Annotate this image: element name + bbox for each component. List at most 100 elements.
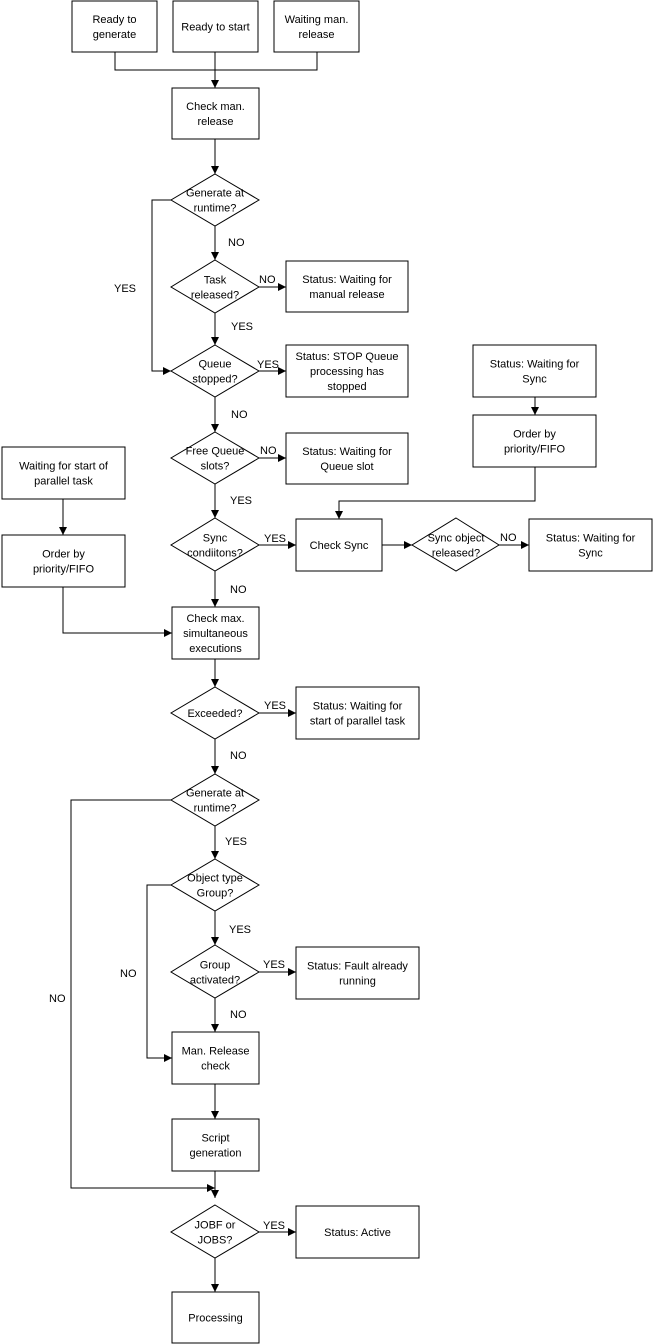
node-status-stop-queue	[285, 344, 409, 398]
decision-free-queue-slots	[170, 431, 260, 485]
queue-stopped-line-2: stopped?	[192, 374, 237, 386]
flowchart-connectors	[59, 52, 539, 1292]
edge-label-objtype-no: NO	[120, 968, 137, 980]
status-waiting-manual-release-line-2: manual release	[309, 289, 384, 301]
label-exceeded: Exceeded?	[187, 708, 242, 720]
sync-conditions-line-2: condiitons?	[187, 548, 243, 560]
waiting-man-release-line-2: release	[298, 29, 334, 41]
ready-to-generate-line-1: Ready to	[92, 14, 136, 26]
order-priority-fifo-left-line-2: priority/FIFO	[33, 564, 95, 576]
node-check-sync	[295, 518, 383, 572]
node-ready-to-start	[172, 0, 259, 53]
status-waiting-sync-top-line-1: Status: Waiting for	[490, 359, 580, 371]
waiting-start-parallel-line-1: Waiting for start of	[19, 461, 109, 473]
status-fault-running-line-2: running	[339, 976, 376, 988]
label-check-man-release: Check man.release	[186, 101, 245, 128]
edge-label-task-yes: YES	[231, 321, 253, 333]
order-priority-fifo-left-line-1: Order by	[42, 549, 85, 561]
decision-queue-stopped	[170, 344, 260, 398]
decision-generate-at-runtime-1	[170, 173, 260, 227]
connector-labels: NO YES NO YES YES NO NO YES YES NO NO YE…	[49, 237, 517, 1232]
jobf-or-jobs-line-2: JOBS?	[198, 1235, 233, 1247]
node-status-waiting-sync-top	[472, 344, 597, 398]
waiting-man-release-line-1: Waiting man.	[285, 14, 349, 26]
man-release-check-line-2: check	[201, 1061, 230, 1073]
edge-order-to-check-sync	[335, 467, 536, 519]
edge-label-group-yes: YES	[263, 959, 285, 971]
man-release-check-line-1: Man. Release	[182, 1046, 250, 1058]
script-generation-line-2: generation	[190, 1148, 242, 1160]
order-priority-fifo-right-line-2: priority/FIFO	[504, 444, 566, 456]
check-sync-line-1: Check Sync	[310, 540, 369, 552]
decision-object-type-group	[170, 858, 260, 912]
edge-label-gen1-no: NO	[228, 237, 245, 249]
edge-label-sync-no: NO	[230, 584, 247, 596]
free-queue-slots-line-1: Free Queue	[186, 446, 245, 458]
decision-sync-conditions	[170, 517, 260, 572]
ready-to-generate-line-2: generate	[93, 29, 136, 41]
object-type-group-line-2: Group?	[197, 888, 234, 900]
check-max-simultaneous-line-2: simultaneous	[183, 628, 248, 640]
label-status-waiting-manual-release: Status: Waiting for manual release	[302, 274, 392, 301]
generate-at-runtime-2-line-1: Generate at	[186, 788, 244, 800]
generate-at-runtime-2-line-2: runtime?	[194, 803, 237, 815]
status-waiting-sync-right-line-1: Status: Waiting for	[546, 533, 636, 545]
ready-to-start-line-1: Ready to start	[181, 22, 249, 34]
node-order-priority-fifo-right	[472, 414, 597, 468]
edge-label-gen2-yes: YES	[225, 836, 247, 848]
node-script-generation	[171, 1118, 260, 1172]
edge-order-left-to-check-max	[62, 587, 172, 637]
node-status-waiting-parallel	[295, 686, 420, 740]
label-jobf-or-jobs: JOBF or JOBS?	[195, 1220, 236, 1247]
decision-exceeded	[170, 686, 260, 740]
edge-label-sync-yes: YES	[264, 533, 286, 545]
sync-object-released-line-1: Sync object	[428, 533, 485, 545]
edge-label-exceeded-no: NO	[230, 750, 247, 762]
check-max-simultaneous-line-1: Check max.	[186, 613, 244, 625]
order-priority-fifo-right-line-1: Order by	[513, 429, 556, 441]
edge-label-task-no: NO	[259, 274, 276, 286]
edge-label-syncobj-no: NO	[500, 532, 517, 544]
node-waiting-man-release	[273, 0, 360, 53]
label-ready-to-start: Ready to start	[181, 22, 249, 34]
node-ready-to-generate	[71, 0, 158, 53]
group-activated-line-1: Group	[200, 960, 231, 972]
label-group-activated: Group activated?	[190, 960, 240, 987]
status-stop-queue-line-1: Status: STOP Queue	[296, 351, 399, 363]
edge-label-queue-yes: YES	[257, 359, 279, 371]
edge-label-gen1-yes: YES	[114, 283, 136, 295]
check-max-simultaneous-line-3: executions	[189, 643, 242, 655]
free-queue-slots-line-2: slots?	[201, 461, 230, 473]
edge-label-jobf-yes: YES	[263, 1220, 285, 1232]
label-order-priority-fifo-right: Order by priority/FIFO	[504, 429, 566, 456]
processing-line-1: Processing	[188, 1313, 242, 1325]
edge-ready-generate-merge	[114, 52, 215, 71]
status-waiting-parallel-line-1: Status: Waiting for	[313, 701, 403, 713]
label-check-max-simultaneous: Check max. simultaneous executions	[183, 613, 248, 655]
node-status-waiting-queue-slot	[285, 432, 409, 485]
waiting-start-parallel-line-2: parallel task	[34, 476, 93, 488]
node-waiting-start-parallel	[1, 446, 126, 500]
label-free-queue-slots: Free Queue slots?	[186, 446, 245, 473]
group-activated-line-2: activated?	[190, 975, 240, 987]
label-man-release-check: Man. Release check	[182, 1046, 250, 1073]
status-waiting-queue-slot-line-1: Status: Waiting for	[302, 446, 392, 458]
label-waiting-man-release: Waiting man. release	[285, 14, 349, 41]
node-order-priority-fifo-left	[1, 534, 126, 588]
decision-group-activated	[170, 944, 260, 999]
status-waiting-manual-release-line-1: Status: Waiting for	[302, 274, 392, 286]
edge-generate2-no	[70, 799, 215, 1192]
object-type-group-line-1: Object type	[187, 873, 243, 885]
node-status-fault-running	[295, 946, 420, 1000]
node-processing	[171, 1291, 260, 1344]
jobf-or-jobs-line-1: JOBF or	[195, 1220, 236, 1232]
decision-task-released	[170, 259, 260, 314]
label-waiting-start-parallel: Waiting for start of parallel task	[19, 461, 109, 488]
node-status-waiting-manual-release	[285, 260, 409, 313]
edge-label-exceeded-yes: YES	[264, 700, 286, 712]
